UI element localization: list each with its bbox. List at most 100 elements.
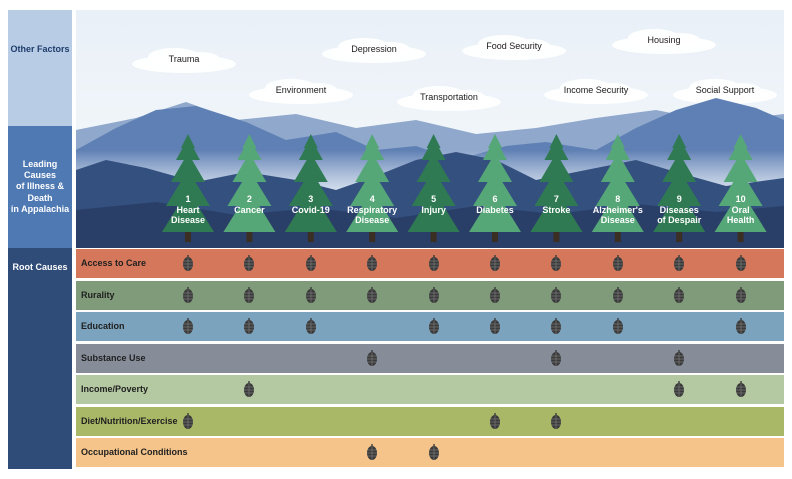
pinecone-icon bbox=[673, 286, 685, 304]
cloud: Depression bbox=[322, 38, 426, 63]
pinecone-icon bbox=[305, 318, 317, 335]
pinecone-icon bbox=[305, 255, 317, 272]
cloud-label: Food Security bbox=[486, 41, 542, 51]
root-cause-row: Occupational Conditions bbox=[76, 438, 784, 467]
pinecone-icon bbox=[550, 349, 562, 367]
root-cause-label: Rurality bbox=[81, 289, 115, 300]
cause-label: Disease bbox=[601, 215, 635, 225]
cloud: Housing bbox=[612, 29, 716, 54]
cloud: Transportation bbox=[397, 86, 501, 111]
pinecone-icon bbox=[735, 286, 747, 304]
root-causes-text: Root Causes bbox=[12, 262, 68, 272]
side-label-leading-causes: Leading Causes of Illness & Death in App… bbox=[8, 126, 72, 248]
root-cause-row: Rurality bbox=[76, 280, 784, 310]
pinecone-icon bbox=[366, 286, 378, 304]
cause-number: 4 bbox=[370, 194, 375, 204]
cause-number: 1 bbox=[185, 194, 190, 204]
cause-label: Oral bbox=[732, 205, 750, 215]
pinecone-icon bbox=[366, 255, 378, 272]
cause-label: Stroke bbox=[542, 205, 570, 215]
pinecone-icon bbox=[735, 255, 747, 272]
pinecone-icon bbox=[735, 381, 747, 398]
cloud-label: Housing bbox=[647, 35, 680, 45]
cloud-label: Social Support bbox=[696, 85, 755, 95]
root-cause-label: Access to Care bbox=[81, 258, 147, 268]
cause-number: 3 bbox=[308, 194, 313, 204]
root-cause-row: Substance Use bbox=[76, 343, 784, 373]
cause-label: of Despair bbox=[657, 215, 702, 225]
cause-number: 8 bbox=[615, 194, 620, 204]
pinecone-icon bbox=[182, 286, 194, 304]
cloud-label: Income Security bbox=[564, 85, 629, 95]
root-cause-label: Diet/Nutrition/Exercise bbox=[81, 415, 178, 426]
cloud: Trauma bbox=[132, 48, 236, 73]
pinecone-icon bbox=[428, 444, 440, 461]
cloud: Food Security bbox=[462, 35, 566, 60]
root-cause-label: Substance Use bbox=[81, 352, 146, 363]
cause-label: Diseases bbox=[660, 205, 699, 215]
cause-label: Health bbox=[727, 215, 755, 225]
cause-label: Covid-19 bbox=[292, 205, 330, 215]
cause-label: Heart bbox=[176, 205, 199, 215]
pinecone-icon bbox=[673, 255, 685, 272]
pinecone-icon bbox=[182, 255, 194, 272]
pinecone-icon bbox=[182, 318, 194, 335]
cloud: Income Security bbox=[544, 79, 648, 104]
pinecone-icon bbox=[489, 412, 501, 430]
cloud: Social Support bbox=[673, 79, 777, 104]
root-cause-row: Education bbox=[76, 312, 784, 341]
pinecone-icon bbox=[489, 286, 501, 304]
cause-number: 7 bbox=[554, 194, 559, 204]
cause-number: 10 bbox=[736, 194, 746, 204]
trees: 1HeartDisease2Cancer3Covid-194Respirator… bbox=[162, 134, 767, 242]
cause-label: Alzheimer's bbox=[593, 205, 643, 215]
cloud-label: Trauma bbox=[169, 54, 200, 64]
pinecone-icon bbox=[550, 412, 562, 430]
pinecone-icon bbox=[305, 286, 317, 304]
cause-label: Injury bbox=[421, 205, 446, 215]
root-cause-label: Education bbox=[81, 321, 125, 331]
cause-label: Cancer bbox=[234, 205, 265, 215]
pinecone-icon bbox=[366, 349, 378, 367]
cause-label: Disease bbox=[171, 215, 205, 225]
pinecone-icon bbox=[735, 318, 747, 335]
pinecone-icon bbox=[612, 318, 624, 335]
pinecone-icon bbox=[550, 286, 562, 304]
leading-line: Death bbox=[27, 192, 53, 203]
cause-label: Disease bbox=[355, 215, 389, 225]
other-factors-text: Other Factors bbox=[10, 44, 70, 54]
root-cause-row: Income/Poverty bbox=[76, 375, 784, 404]
leading-line: Leading Causes bbox=[22, 158, 58, 181]
root-cause-label: Income/Poverty bbox=[81, 384, 149, 394]
pinecone-icon bbox=[673, 381, 685, 398]
cloud-label: Environment bbox=[276, 85, 327, 95]
cloud-label: Transportation bbox=[420, 92, 478, 102]
side-label-root-causes: Root Causes bbox=[8, 248, 72, 469]
pinecone-icon bbox=[428, 255, 440, 272]
pinecone-icon bbox=[550, 318, 562, 335]
pinecone-icon bbox=[673, 349, 685, 367]
pinecone-icon bbox=[489, 318, 501, 335]
pinecone-icon bbox=[428, 318, 440, 335]
pinecone-icon bbox=[243, 255, 255, 272]
pinecone-icon bbox=[243, 318, 255, 335]
leading-line: in Appalachia bbox=[10, 203, 70, 214]
cause-label: Diabetes bbox=[476, 205, 514, 215]
pinecone-icon bbox=[428, 286, 440, 304]
root-cause-label: Occupational Conditions bbox=[81, 447, 188, 457]
side-label-other-factors: Other Factors bbox=[8, 10, 72, 126]
pinecone-icon bbox=[243, 381, 255, 398]
pinecone-icon bbox=[612, 255, 624, 272]
cause-label: Respiratory bbox=[347, 205, 397, 215]
cloud: Environment bbox=[249, 79, 353, 104]
